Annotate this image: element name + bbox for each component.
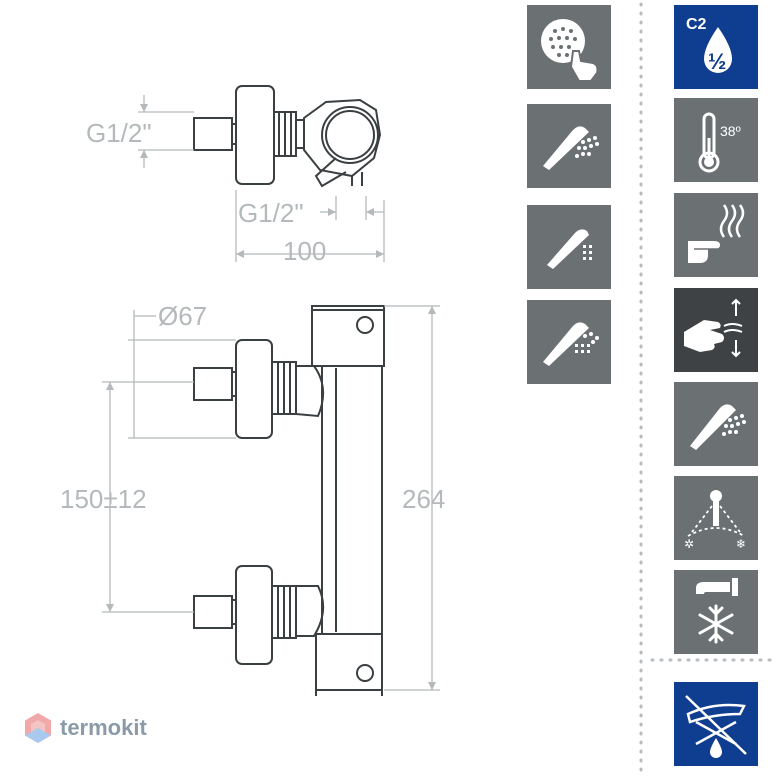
hand-shower-tile-2 [674,382,758,466]
dim-spacing: 150±12 [60,484,147,514]
front-view-drawing [193,305,385,696]
c2-label: C2 [686,16,707,33]
svg-text:❄: ❄ [736,537,746,551]
thermometer-38-tile: 38º [674,98,758,182]
no-ironing-tile [674,682,758,766]
hand-shower-icon [690,404,746,450]
hand-shower-compact-icon [547,229,592,269]
hand-shower-massage-tile [527,300,611,384]
water-class-c2-tile: C2 ½ [674,5,758,89]
c2-fraction: ½ [708,49,726,74]
temperature-label: 38º [720,123,741,139]
top-view-drawing [193,85,382,188]
rain-shower-touch-tile [527,5,611,89]
water-class-c2-icon: C2 ½ [686,16,732,74]
cold-water-tap-tile [674,570,758,654]
brand-name: termokit [60,715,147,740]
thermometer-38-icon: 38º [698,112,741,173]
brand-watermark: termokit [24,712,147,744]
temperature-range-icon: ✲ ❄ [684,490,746,551]
hot-water-hand-tile [674,193,758,277]
termokit-logo-icon [25,713,51,743]
svg-text:✲: ✲ [684,537,694,551]
dim-height: 264 [402,484,445,514]
hand-shower-massage-icon [543,322,599,366]
dim-top-thread: G1/2" [86,118,152,148]
no-ironing-icon [685,695,747,758]
dim-diameter: Ø67 [158,301,207,331]
temperature-range-tile: ✲ ❄ [674,476,758,560]
hand-wash-flow-icon [684,298,743,358]
hand-shower-tile [527,104,611,188]
hot-water-hand-icon [688,204,745,263]
dim-depth: 100 [283,236,326,266]
dim-bottom-thread: G1/2" [238,198,304,228]
hand-shower-compact-tile [527,205,611,289]
cold-water-tap-icon [696,578,738,644]
hand-shower-icon [543,126,599,170]
rain-shower-touch-icon [541,19,599,82]
hand-wash-flow-tile [674,288,758,372]
